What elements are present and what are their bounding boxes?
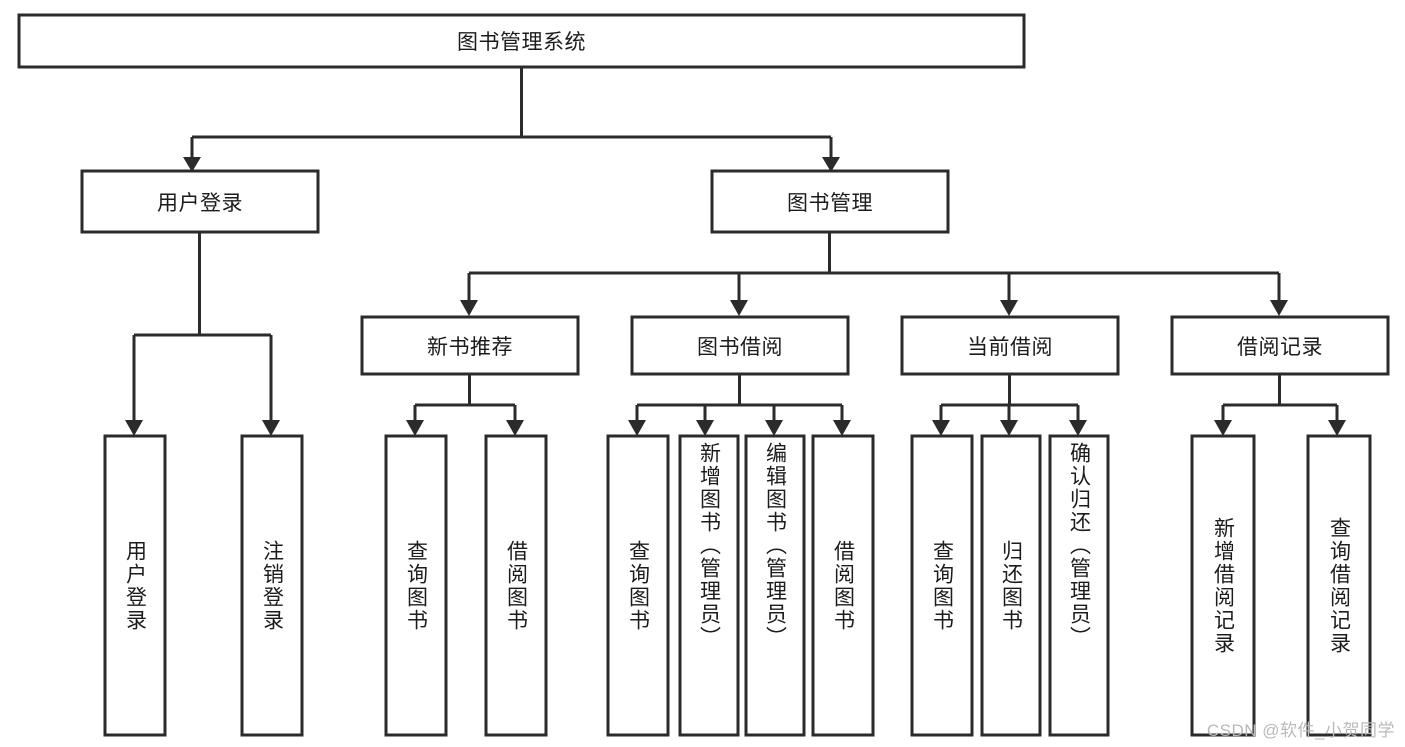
node-label-leaf-return-book: 归还图书 — [999, 539, 1023, 632]
node-box-leaf-query-book-1[interactable] — [384, 434, 448, 737]
connector-bookmanage-to-level3 — [460, 232, 1288, 316]
node-label-leaf-borrow-book-1: 借阅图书 — [504, 539, 528, 632]
node-box-leaf-return-book[interactable] — [980, 434, 1042, 737]
node-label-leaf-logout-login: 注销登录 — [260, 539, 284, 632]
connector-root-to-level2 — [183, 68, 840, 172]
connector-newbook-to-leaves — [406, 374, 524, 436]
connector-currentborrow-to-leaves — [932, 374, 1087, 436]
node-box-leaf-query-book-2[interactable] — [606, 434, 670, 737]
node-label-leaf-edit-book: 编辑图书（管理员） — [763, 442, 787, 649]
node-label-leaf-query-book-2: 查询图书 — [626, 539, 650, 632]
connector-userlogin-to-leaves — [125, 232, 280, 436]
node-label-leaf-add-book: 新增图书（管理员） — [697, 442, 721, 649]
node-box-root[interactable] — [17, 13, 1026, 69]
node-box-new-book-rec[interactable] — [360, 315, 580, 376]
connector-bookborrow-to-leaves — [628, 374, 851, 436]
node-label-leaf-query-book-3: 查询图书 — [930, 539, 954, 632]
node-box-leaf-borrow-book-1[interactable] — [484, 434, 548, 737]
node-box-leaf-borrow-book-2[interactable] — [811, 434, 875, 737]
node-label-leaf-add-record: 新增借阅记录 — [1211, 516, 1235, 655]
watermark-text: CSDN @软件_小贺同学 — [1206, 721, 1395, 740]
node-label-leaf-confirm-return: 确认归还（管理员） — [1067, 442, 1091, 649]
node-box-leaf-edit-book[interactable] — [744, 434, 806, 737]
node-label-leaf-user-login: 用户登录 — [123, 539, 147, 632]
node-box-leaf-query-book-3[interactable] — [910, 434, 974, 737]
node-box-leaf-add-record[interactable] — [1190, 434, 1256, 737]
node-box-leaf-query-record[interactable] — [1306, 434, 1372, 737]
connector-borrowrecord-to-leaves — [1214, 374, 1346, 436]
node-box-book-manage[interactable] — [710, 169, 950, 234]
node-box-user-login[interactable] — [80, 169, 320, 234]
node-label-leaf-query-record: 查询借阅记录 — [1327, 516, 1351, 655]
node-label-leaf-borrow-book-2: 借阅图书 — [831, 539, 855, 632]
node-box-leaf-user-login[interactable] — [103, 434, 167, 737]
node-box-leaf-add-book[interactable] — [678, 434, 740, 737]
node-box-leaf-confirm-return[interactable] — [1048, 434, 1110, 737]
node-box-borrow-record[interactable] — [1170, 315, 1390, 376]
node-label-leaf-query-book-1: 查询图书 — [404, 539, 428, 632]
node-box-leaf-logout-login[interactable] — [240, 434, 304, 737]
node-box-current-borrow[interactable] — [900, 315, 1120, 376]
node-box-book-borrow[interactable] — [630, 315, 850, 376]
